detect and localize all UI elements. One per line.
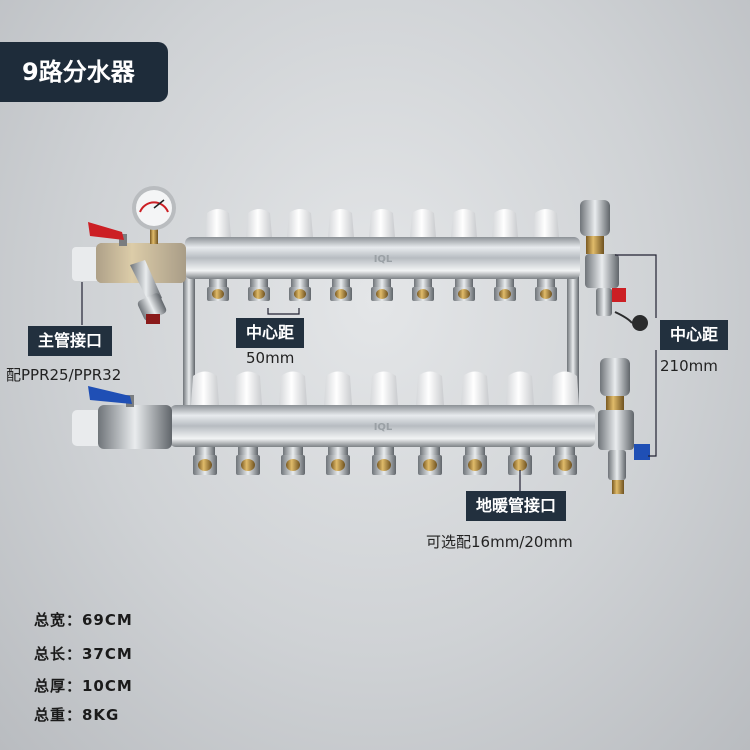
spec-length: 总长：37CM <box>34 645 133 663</box>
top-right-vent <box>580 200 648 331</box>
top-branch <box>492 209 518 301</box>
bottom-manifold: IQL <box>170 405 595 447</box>
bottom-branch <box>191 371 219 475</box>
top-branch <box>451 209 477 301</box>
spec-thickness: 总厚：10CM <box>34 677 133 695</box>
bottom-branch <box>234 371 262 475</box>
bottom-branch <box>279 371 307 475</box>
top-branch <box>533 209 559 301</box>
page-title: 9路分水器 <box>0 42 168 102</box>
bottom-inlet-assembly <box>72 386 172 449</box>
main-pipe-label: 主管接口 <box>28 326 113 356</box>
spec-weight: 总重：8KG <box>34 706 120 724</box>
top-branch-row <box>205 209 559 301</box>
center-distance-small-value: 50mm <box>246 349 295 367</box>
dimension-line-210mm <box>615 254 657 457</box>
top-inlet-assembly <box>72 186 186 324</box>
bottom-branch <box>416 371 444 475</box>
top-branch <box>369 209 395 301</box>
top-branch <box>328 209 354 301</box>
blue-valve-handle <box>88 386 132 404</box>
top-branch <box>287 209 313 301</box>
top-branch <box>205 209 231 301</box>
bottom-branch-row <box>191 371 579 475</box>
floor-heating-port-label: 地暖管接口 <box>466 491 567 521</box>
center-distance-large-value: 210mm <box>660 357 718 375</box>
svg-text:IQL: IQL <box>374 254 393 265</box>
bottom-branch <box>506 371 534 475</box>
left-bracket <box>183 255 195 415</box>
center-distance-small-label: 中心距 <box>236 318 305 348</box>
floor-heating-port-sublabel: 可选配16mm/20mm <box>426 533 573 551</box>
spec-width: 总宽：69CM <box>34 611 133 629</box>
bottom-branch <box>324 371 352 475</box>
bottom-branch <box>551 371 579 475</box>
bottom-branch <box>370 371 398 475</box>
dimension-line-50mm <box>267 308 300 315</box>
red-valve-handle <box>88 222 124 240</box>
bottom-branch <box>461 371 489 475</box>
svg-text:IQL: IQL <box>374 422 393 433</box>
bottom-right-vent <box>598 358 650 494</box>
main-pipe-sublabel: 配PPR25/PPR32 <box>6 366 122 384</box>
top-branch <box>410 209 436 301</box>
top-manifold: IQL <box>185 237 580 279</box>
top-branch <box>246 209 272 301</box>
center-distance-large-label: 中心距 <box>660 320 729 350</box>
